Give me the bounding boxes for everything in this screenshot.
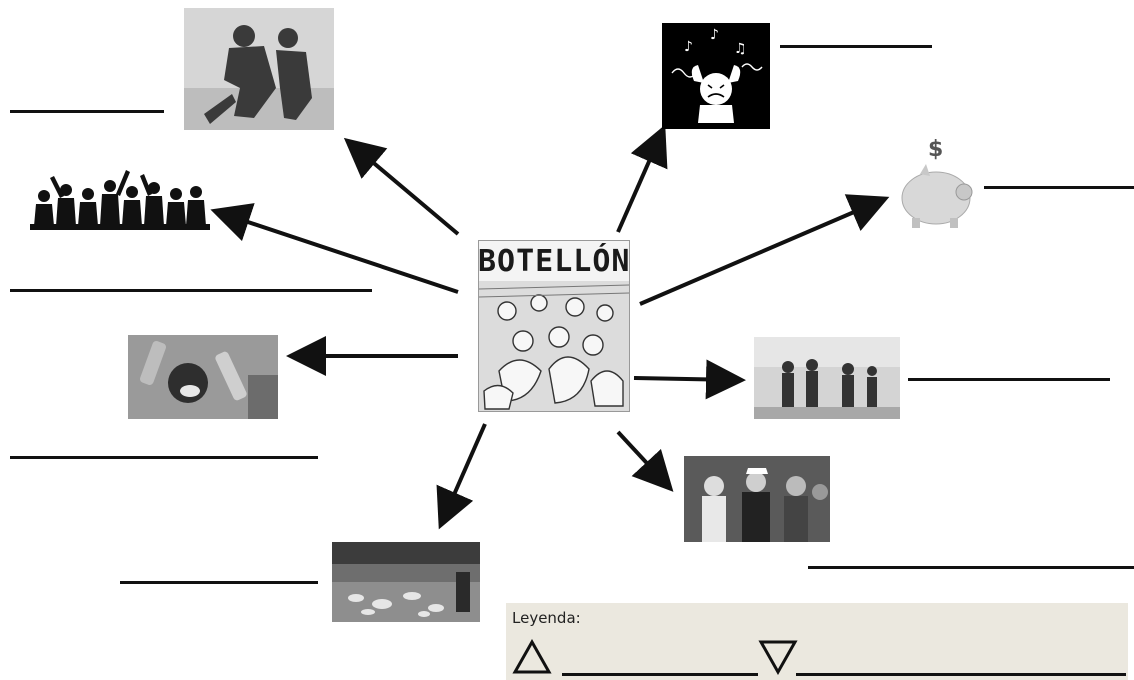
image-police [684, 456, 830, 542]
arrow-to-crowd [210, 203, 459, 294]
answer-line-crowd[interactable] [10, 289, 372, 292]
answer-line-drinking[interactable] [10, 456, 318, 459]
legend-title: Leyenda: [512, 609, 581, 627]
image-crowd-silhouette [30, 164, 210, 232]
image-noise-icon: ♪ ♫ ♪ [662, 23, 770, 129]
svg-text:♪: ♪ [710, 27, 719, 43]
legend-line-negative[interactable] [796, 673, 1126, 676]
triangle-down-icon [758, 640, 798, 675]
svg-text:$: $ [928, 137, 943, 162]
arrow-to-savings [639, 194, 890, 306]
triangle-up-icon [512, 639, 552, 674]
answer-line-trash[interactable] [120, 581, 318, 584]
image-piggy-bank: $ [898, 130, 976, 230]
legend-box: Leyenda: [506, 603, 1128, 680]
answer-line-savings[interactable] [984, 186, 1134, 189]
arrow-to-trash [436, 423, 487, 530]
answer-line-street-group[interactable] [908, 378, 1110, 381]
svg-text:♪: ♪ [684, 39, 693, 55]
image-drinking [128, 335, 278, 419]
image-fight [184, 8, 334, 130]
answer-line-noise[interactable] [780, 45, 932, 48]
center-title: BOTELLÓN [478, 244, 631, 279]
arrow-to-fight [343, 137, 460, 236]
center-image-botellon [478, 240, 630, 412]
image-trash [332, 542, 480, 622]
answer-line-police[interactable] [808, 566, 1134, 569]
arrow-to-street-group [633, 359, 746, 400]
arrow-to-police [616, 430, 674, 492]
image-street-group [754, 337, 900, 419]
svg-text:♫: ♫ [734, 41, 747, 57]
arrow-to-noise [616, 124, 668, 233]
answer-line-fight[interactable] [10, 110, 164, 113]
legend-line-positive[interactable] [562, 673, 758, 676]
